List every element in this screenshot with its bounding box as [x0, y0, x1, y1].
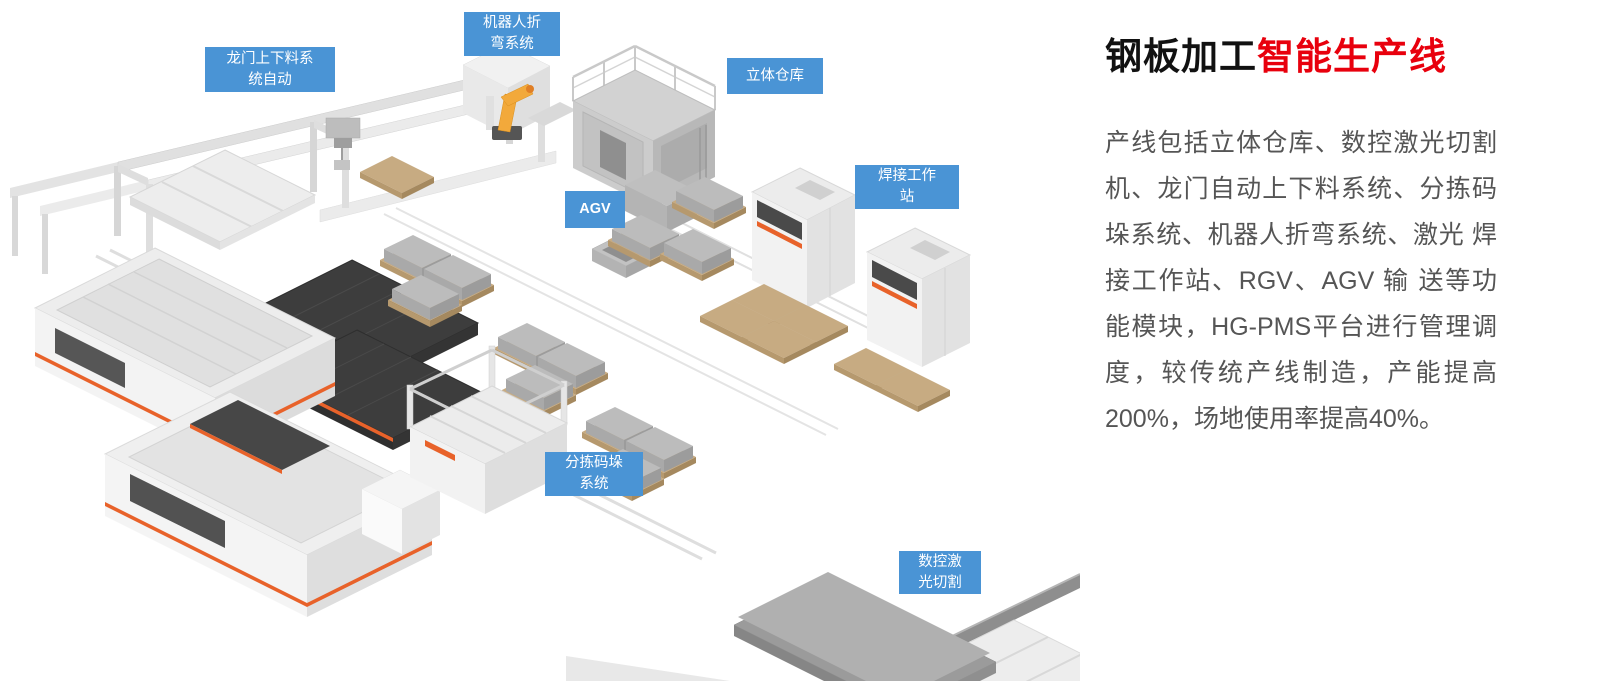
- label-sorting-palletizing-system: 分拣码垛 系统: [545, 452, 643, 496]
- label-stereoscopic-warehouse: 立体仓库: [727, 58, 823, 94]
- description-paragraph: 产线包括立体仓库、数控激光切割机、龙门自动上下料系统、分拣码垛系统、机器人折弯系…: [1105, 129, 1497, 433]
- robot-bending-cell: [462, 43, 576, 140]
- cnc-laser-cutting-area: [566, 572, 1080, 681]
- diagram-scene: [10, 43, 1080, 681]
- label-text: 分拣码垛 系统: [565, 455, 623, 492]
- stereoscopic-warehouse: [571, 44, 746, 232]
- info-panel: 钢板加工智能生产线 产线包括立体仓库、数控激光切割机、龙门自动上下料系统、分拣码…: [1105, 34, 1505, 442]
- sorting-palletizing-system: [406, 345, 569, 514]
- label-text: 焊接工作 站: [878, 168, 936, 205]
- title-red-part: 智能生产线: [1257, 36, 1447, 77]
- label-robot-bending-system: 机器人折 弯系统: [464, 12, 560, 56]
- title-black-part: 钢板加工: [1105, 36, 1257, 77]
- label-cnc-laser-cutting: 数控激 光切割: [899, 551, 981, 594]
- label-text: 立体仓库: [746, 67, 804, 84]
- label-text: AGV: [579, 201, 611, 217]
- production-line-diagram: 龙门上下料系 统自动 机器人折 弯系统 立体仓库 AGV 焊接工作 站 分拣码垛…: [10, 12, 1080, 681]
- label-text: 机器人折 弯系统: [483, 15, 541, 52]
- laser-cutting-machines: [33, 247, 441, 617]
- label-gantry-loading-system: 龙门上下料系 统自动: [205, 47, 335, 92]
- label-text: 数控激 光切割: [918, 553, 962, 591]
- page-title: 钢板加工智能生产线: [1105, 34, 1505, 80]
- label-text: 龙门上下料系 统自动: [226, 50, 314, 88]
- gantry-loading-system: [10, 67, 546, 274]
- welding-workstation-machines: [750, 167, 972, 367]
- label-agv: AGV: [565, 191, 625, 228]
- label-welding-workstation: 焊接工作 站: [855, 165, 959, 209]
- robot-arm: [492, 83, 534, 140]
